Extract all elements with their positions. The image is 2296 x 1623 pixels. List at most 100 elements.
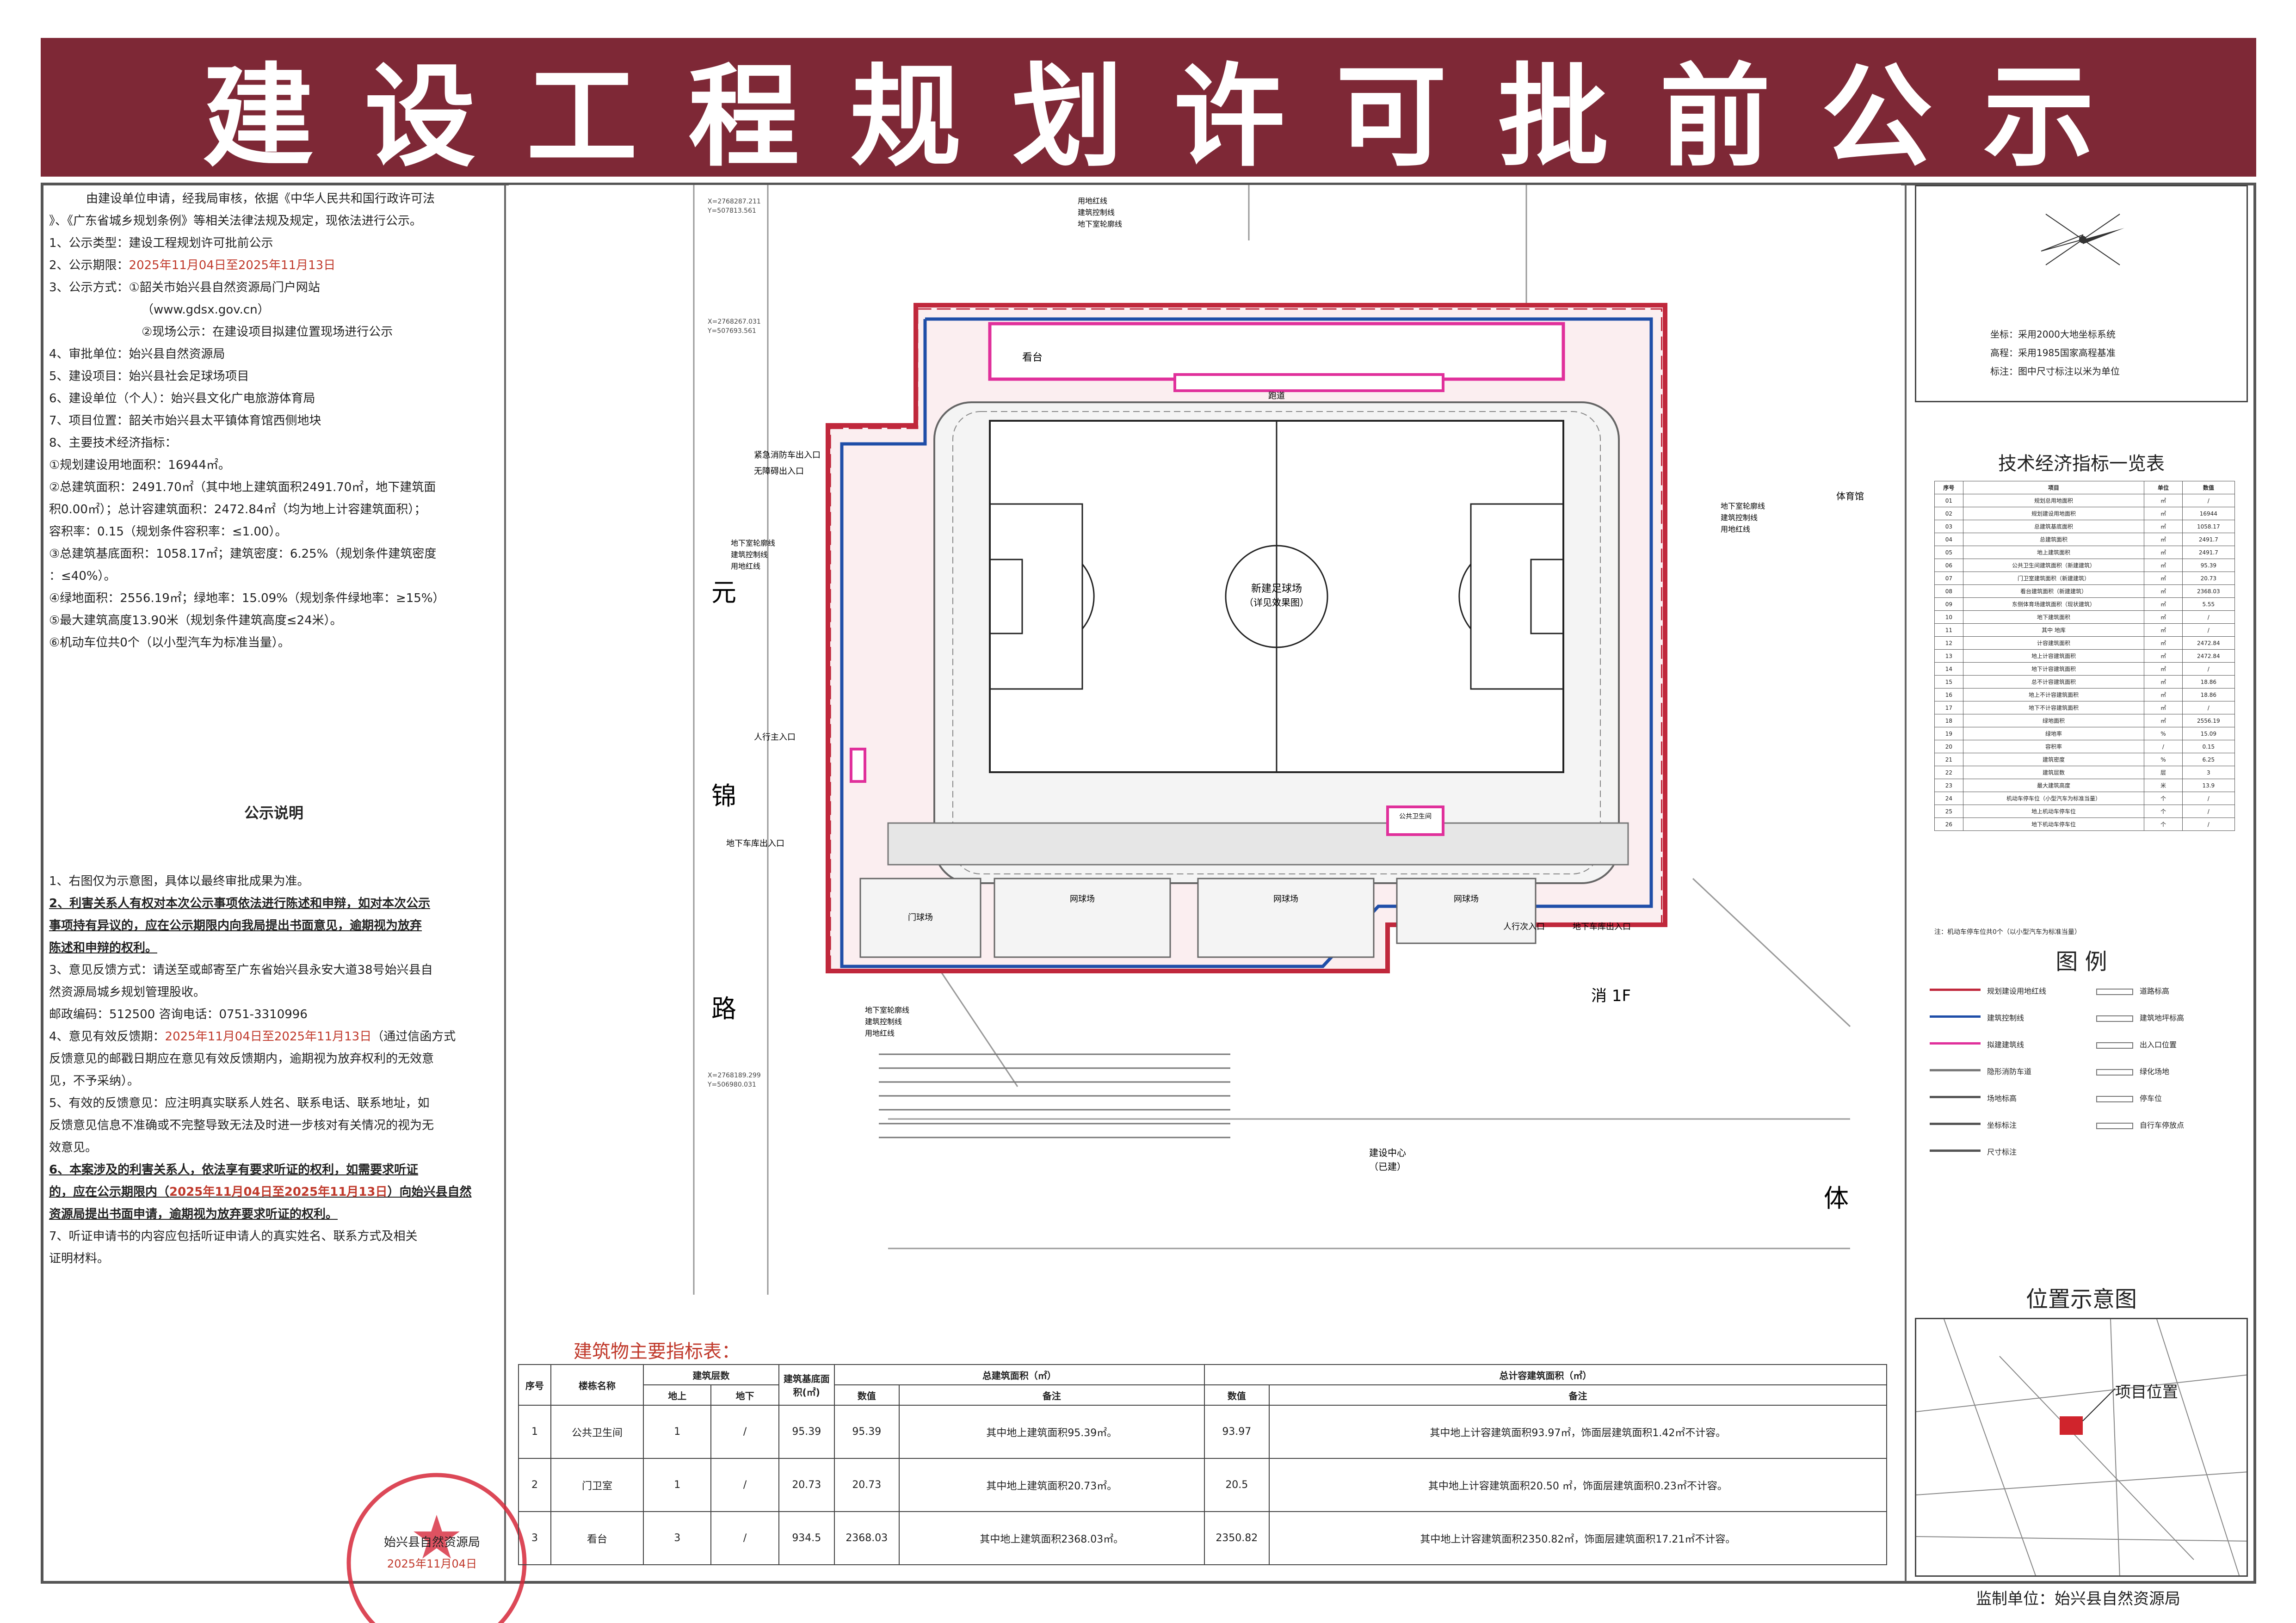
tech-cell: / xyxy=(2182,610,2235,624)
building-indicator-table: 序号 楼栋名称 建筑层数 建筑基底面积(㎡) 总建筑面积（㎡） 总计容建筑面积（… xyxy=(518,1364,1888,1565)
tech-cell: 门卫室建筑面积（新建建筑） xyxy=(1963,572,2145,585)
tech-cell: ㎡ xyxy=(2144,507,2183,520)
tech-cell: 最大建筑高度 xyxy=(1963,779,2145,792)
legend-item: 场地标高 xyxy=(1930,1092,2017,1103)
tech-cell: ㎡ xyxy=(2144,623,2183,637)
tech-cell: 16944 xyxy=(2182,507,2235,520)
legend-item: 尺寸标注 xyxy=(1930,1146,2017,1157)
tech-cell: 其中 地库 xyxy=(1963,623,2145,637)
tech-cell: 规划建设用地面积 xyxy=(1963,507,2145,520)
lines-label-11: 建筑控制线 xyxy=(865,1017,902,1026)
lines-label-2: 建筑控制线 xyxy=(731,550,768,559)
metric-6: ⑥机动车位共0个（以小型汽车为标准当量）。 xyxy=(49,636,290,650)
coord-6: Y=506980.031 xyxy=(707,1081,756,1088)
tech-cell: ㎡ xyxy=(2144,675,2183,689)
tech-cell: 11 xyxy=(1934,623,1963,637)
notice-4c: 见，不予采纳）。 xyxy=(49,1074,140,1088)
notice-2c: 陈述和申辩的权利。 xyxy=(49,941,158,955)
bld-h-cap-note: 备注 xyxy=(1268,1384,1888,1406)
legend-swatch xyxy=(1930,1015,1981,1022)
notice-6a: 6、本案涉及的利害关系人，依法享有要求听证的权利，如需要求听证 xyxy=(49,1163,419,1177)
item-method-url[interactable]: （www.gdsx.gov.cn） xyxy=(142,303,270,317)
lines-label-9: 地下室轮廓线 xyxy=(1078,220,1122,228)
svg-text:★: ★ xyxy=(410,1502,464,1573)
tech-cell: 总建筑面积 xyxy=(1963,533,2145,546)
item-period: 2、公示期限：2025年11月04日至2025年11月13日 xyxy=(49,258,336,272)
construction-label: 建设中心 xyxy=(1369,1147,1406,1158)
notice-5c: 效意见。 xyxy=(49,1141,98,1155)
south-strip xyxy=(887,822,1629,866)
unit-note: 标注：图中尺寸标注以米为单位 xyxy=(1990,366,2120,377)
tech-cell: 建筑密度 xyxy=(1963,753,2145,766)
legend-swatch xyxy=(2096,1095,2133,1102)
center-circle xyxy=(1225,545,1328,648)
tech-cell: 2491.7 xyxy=(2182,533,2235,546)
tech-cell: 2472.84 xyxy=(2182,649,2235,663)
notice-3b: 然资源局城乡规划管理股收。 xyxy=(49,985,206,999)
metric-3b: ：≤40%）。 xyxy=(49,569,116,583)
land-boundary-inner xyxy=(829,308,1662,971)
item-method: 3、公示方式：①韶关市始兴县自然资源局门户网站 xyxy=(49,281,320,295)
legend-label: 道路标高 xyxy=(2140,987,2170,996)
tech-cell: 3 xyxy=(2182,766,2235,779)
emergency-entry-label: 紧急消防车出入口 xyxy=(754,450,821,460)
legend-swatch xyxy=(1930,1122,1981,1129)
tech-cell: 18.86 xyxy=(2182,688,2235,701)
tennis-court-2 xyxy=(1197,878,1375,958)
tech-cell: 22 xyxy=(1934,766,1963,779)
item-builder: 6、建设单位（个人）：始兴县文化广电旅游体育局 xyxy=(49,392,315,406)
tech-cell: / xyxy=(2182,792,2235,805)
tennis-court-1 xyxy=(994,878,1171,958)
legend-label: 建筑控制线 xyxy=(1987,1014,2024,1022)
tech-cell: 13.9 xyxy=(2182,779,2235,792)
tech-cell: / xyxy=(2182,805,2235,818)
right-arc xyxy=(1458,564,1472,629)
bld-h-above: 地上 xyxy=(642,1384,712,1406)
lines-label-8: 建筑控制线 xyxy=(1078,208,1115,217)
bld-h-cap: 总计容建筑面积（㎡） xyxy=(1204,1364,1888,1385)
project-marker xyxy=(2060,1416,2083,1435)
tech-cell: 规划总用地面积 xyxy=(1963,494,2145,507)
right-panel: 坐标：采用2000大地坐标系统 高程：采用1985国家高程基准 标注：图中尺寸标… xyxy=(1905,185,2256,1608)
tech-cell: 25 xyxy=(1934,805,1963,818)
legend-label: 场地标高 xyxy=(1987,1094,2017,1103)
tech-cell: 12 xyxy=(1934,636,1963,650)
legend-swatch xyxy=(1930,1042,1981,1049)
tech-cell: 23 xyxy=(1934,779,1963,792)
coord-2: Y=507813.561 xyxy=(707,207,756,215)
gate-court-label: 门球场 xyxy=(908,913,933,922)
legend-item: 建筑地坪标高 xyxy=(2096,1012,2184,1023)
tech-cell: 地上不计容建筑面积 xyxy=(1963,688,2145,701)
bld-h-total-note: 备注 xyxy=(898,1384,1205,1406)
notice-5a: 5、有效的反馈意见：应注明真实联系人姓名、联系电话、联系地址，如 xyxy=(49,1096,430,1110)
tech-cell: 18 xyxy=(1934,714,1963,727)
location-title: 位置示意图 xyxy=(2025,1286,2137,1312)
tech-cell: ㎡ xyxy=(2144,559,2183,572)
metric-3a: ③总建筑基底面积：1058.17㎡；建筑密度：6.25%（规划条件建筑密度 xyxy=(49,547,437,561)
legend-swatch xyxy=(2096,1122,2133,1129)
page-title-banner: 建设工程规划许可批前公示 xyxy=(41,38,2256,182)
tech-cell: 层 xyxy=(2144,766,2183,779)
north-arrow-box: 坐标：采用2000大地坐标系统 高程：采用1985国家高程基准 标注：图中尺寸标… xyxy=(1915,185,2248,402)
tech-cell: 个 xyxy=(2144,792,2183,805)
seal-date: 2025年11月04日 xyxy=(387,1557,477,1570)
bld-h-name: 楼栋名称 xyxy=(550,1364,644,1406)
tech-cell: 16 xyxy=(1934,688,1963,701)
coord-3: X=2768267.031 xyxy=(708,318,761,326)
legend-label: 出入口位置 xyxy=(2140,1040,2177,1049)
stand-extension xyxy=(1173,373,1444,392)
tech-cell: 13 xyxy=(1934,649,1963,663)
tech-cell: 6.25 xyxy=(2182,753,2235,766)
tech-cell: / xyxy=(2182,494,2235,507)
notice-2b: 事项持有异议的，应在公示期限内向我局提出书面意见，逾期视为放弃 xyxy=(49,919,422,933)
